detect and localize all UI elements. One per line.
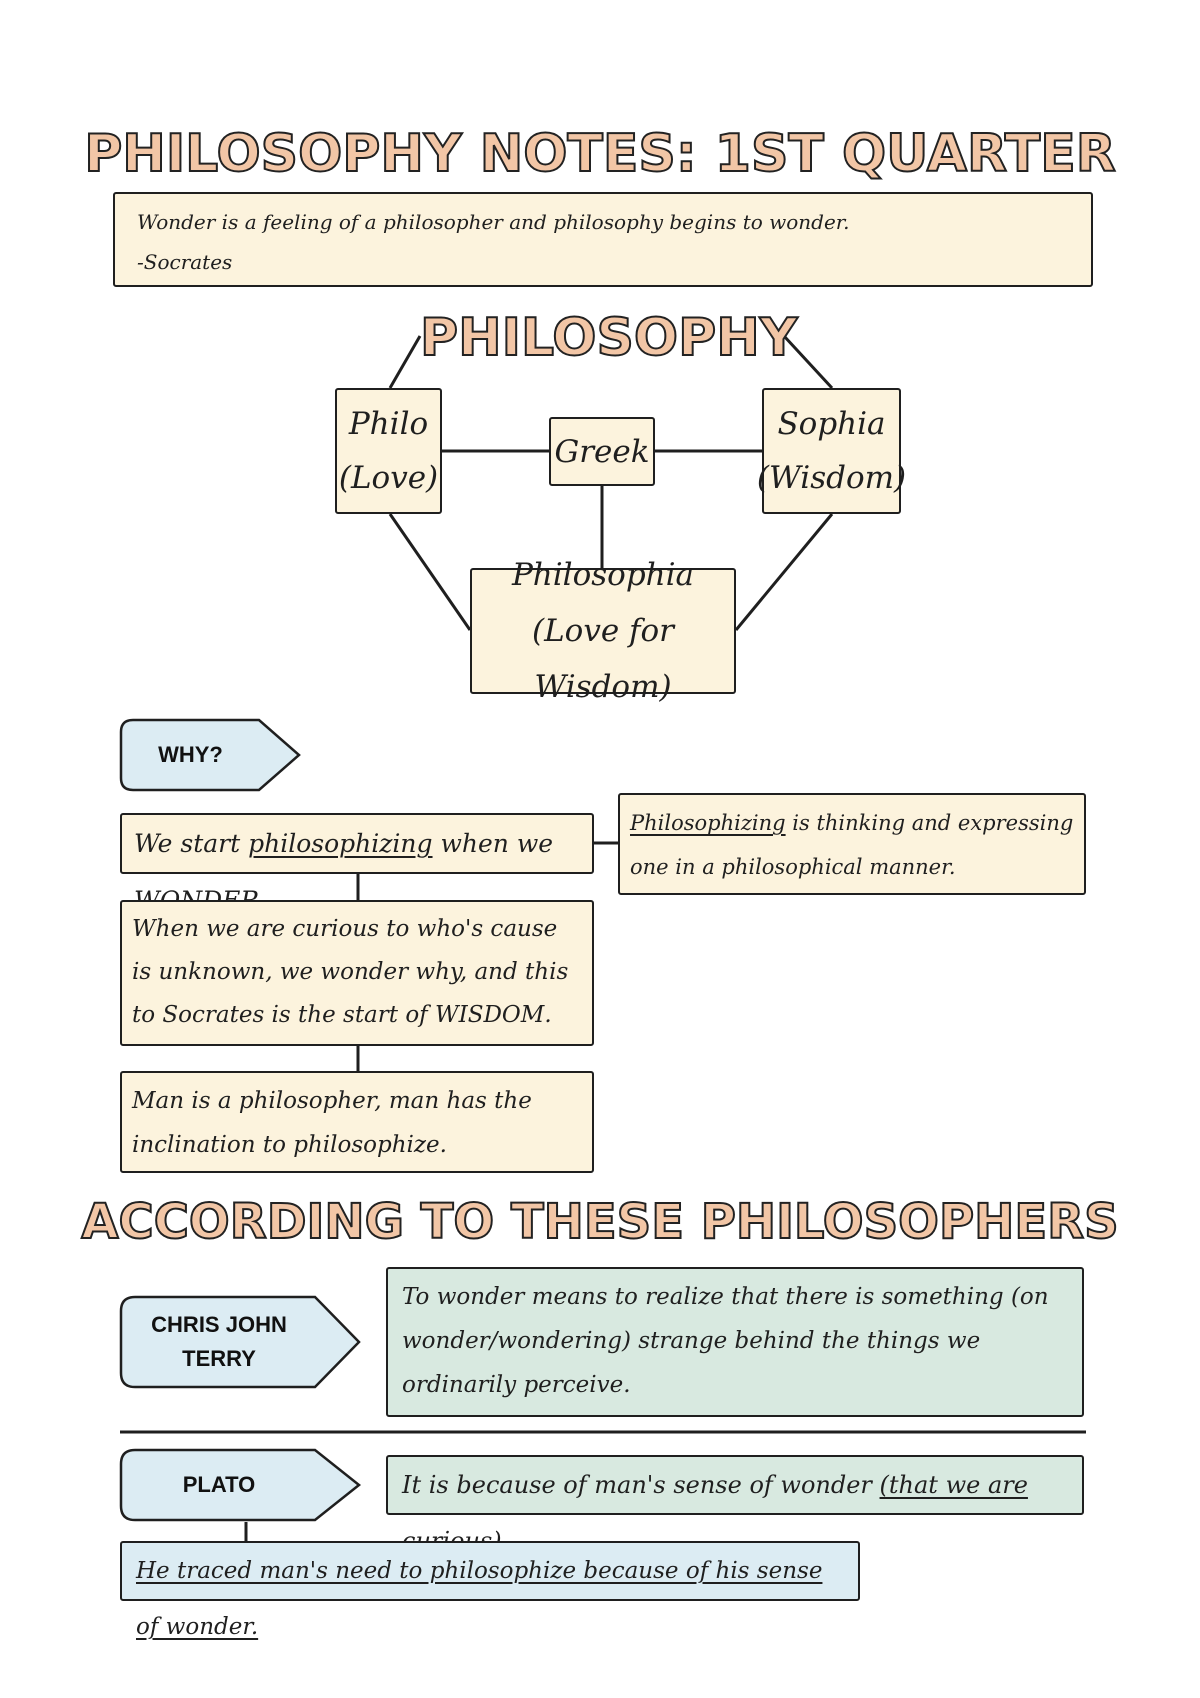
philo-box: Philo (Love) bbox=[335, 388, 442, 514]
tag-shape bbox=[119, 718, 301, 792]
tag-shape bbox=[119, 1295, 361, 1389]
curious-text: When we are curious to who's cause is un… bbox=[132, 916, 569, 1028]
definition-text: is thinking and expressing one in a phil… bbox=[630, 811, 1074, 879]
page-title: PHILOSOPHY NOTES: 1ST QUARTER bbox=[83, 123, 1117, 185]
connector-line bbox=[388, 513, 472, 631]
section-title: ACCORDING TO THESE PHILOSOPHERS bbox=[80, 1193, 1119, 1251]
greek-box: Greek bbox=[549, 417, 655, 486]
definition-box: Philosophizing is thinking and expressin… bbox=[618, 793, 1086, 895]
philo-word: Philo bbox=[348, 406, 429, 442]
tag-shape bbox=[119, 1448, 362, 1522]
why-label: WHY? bbox=[158, 742, 223, 767]
why-tag: WHY? bbox=[119, 718, 302, 792]
terry-box: To wonder means to realize that there is… bbox=[386, 1267, 1084, 1417]
man-text: Man is a philosopher, man has the inclin… bbox=[132, 1088, 532, 1158]
terry-text: To wonder means to realize that there is… bbox=[402, 1284, 1049, 1398]
man-box: Man is a philosopher, man has the inclin… bbox=[120, 1071, 594, 1173]
connector-line bbox=[782, 334, 834, 390]
plato-name: PLATO bbox=[182, 1472, 256, 1497]
wonder-text-pre: We start bbox=[134, 829, 249, 858]
plato-text: It is because of man's sense of wonder bbox=[402, 1471, 880, 1499]
traced-box: He traced man's need to philosophize bec… bbox=[120, 1541, 860, 1640]
plato-box: It is because of man's sense of wonder (… bbox=[386, 1455, 1084, 1555]
wonder-term: philosophizing bbox=[248, 829, 433, 858]
connector-line bbox=[388, 335, 422, 389]
quote-text: Wonder is a feeling of a philosopher and… bbox=[137, 210, 850, 234]
greek-label: Greek bbox=[554, 433, 650, 470]
sophia-box: Sophia (Wisdom) bbox=[757, 388, 906, 514]
terry-name: CHRIS JOHN TERRY bbox=[151, 1312, 287, 1371]
traced-text: He traced man's need to philosophize bec… bbox=[136, 1558, 823, 1640]
terry-tag: CHRIS JOHN TERRY bbox=[119, 1295, 363, 1389]
philosophy-title: PHILOSOPHY bbox=[419, 307, 798, 369]
philosophia-meaning: (Love for Wisdom) bbox=[531, 613, 674, 705]
philosophia-box: Philosophia (Love for Wisdom) bbox=[470, 557, 736, 705]
sophia-word: Sophia bbox=[777, 406, 886, 442]
philo-meaning: (Love) bbox=[338, 460, 439, 496]
curious-box: When we are curious to who's cause is un… bbox=[120, 900, 594, 1046]
quote-box: Wonder is a feeling of a philosopher and… bbox=[113, 192, 1093, 287]
quote-author: -Socrates bbox=[137, 250, 233, 274]
wonder-box: We start philosophizing when we WONDER bbox=[120, 813, 594, 915]
connector-line bbox=[734, 513, 834, 631]
philosophia-word: Philosophia bbox=[511, 557, 695, 593]
sophia-meaning: (Wisdom) bbox=[756, 460, 907, 496]
definition-term: Philosophizing bbox=[630, 811, 786, 835]
plato-tag: PLATO bbox=[119, 1448, 363, 1522]
